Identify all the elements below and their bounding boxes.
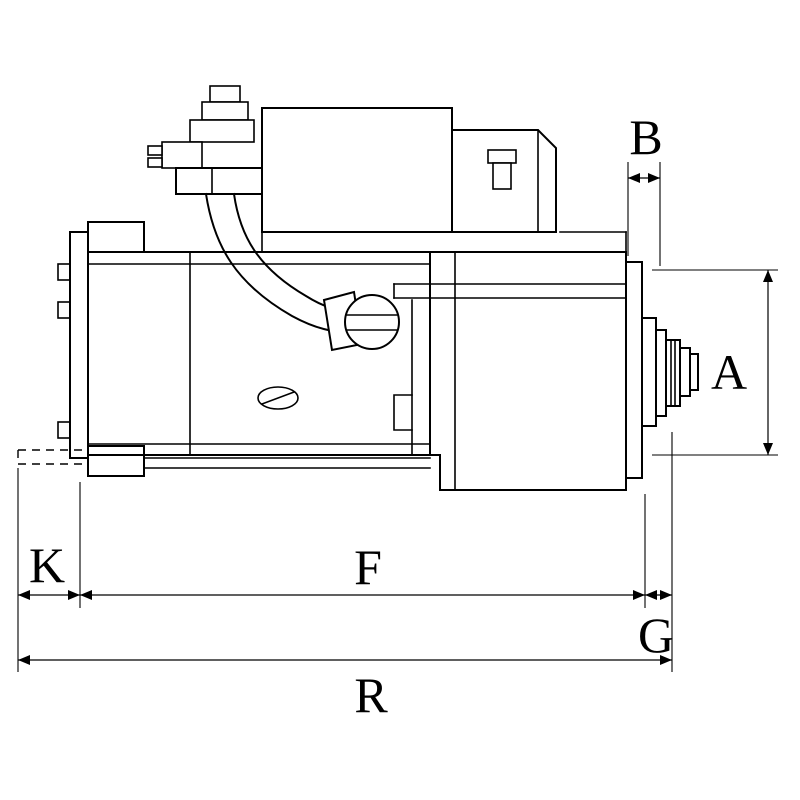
pinion-gear — [665, 339, 681, 407]
cap-terminal-stud — [492, 162, 512, 190]
yoke-outline — [87, 251, 431, 456]
hidden-edges — [17, 449, 86, 465]
dimension-label-b: B — [629, 109, 662, 165]
end-cap-tab — [57, 301, 71, 319]
terminal-bracket — [175, 167, 263, 195]
shaft-ring — [655, 329, 667, 417]
cap-terminal-nut — [487, 149, 517, 164]
casting-notch — [393, 394, 413, 431]
dimensions: B A K F G — [17, 109, 778, 723]
solenoid-assembly — [261, 107, 557, 253]
mount-tab-top — [87, 221, 145, 253]
stud-cap — [209, 85, 241, 103]
end-cap-tab — [57, 263, 71, 281]
drive-end-housing — [393, 231, 643, 491]
dimension-r: R — [18, 655, 672, 723]
mount-tab-bottom — [87, 445, 145, 477]
side-terminal-tab — [147, 157, 163, 168]
through-bolt-boss — [344, 294, 400, 350]
pinion-shaft — [641, 317, 699, 427]
side-terminal-tab — [147, 145, 163, 156]
drive-housing-outline — [429, 251, 627, 491]
dimension-f: F — [80, 539, 645, 600]
dimension-label-f: F — [354, 539, 382, 595]
dimension-a: A — [652, 269, 778, 456]
stud-base — [189, 119, 255, 143]
dimension-label-g: G — [638, 607, 674, 663]
dimension-k: K — [18, 537, 80, 600]
solenoid-body — [261, 107, 453, 233]
screw-slot — [260, 390, 296, 406]
dimension-label-k: K — [29, 537, 65, 593]
brush-end-cap — [69, 231, 89, 459]
end-cap-tab — [57, 421, 71, 439]
dimension-label-r: R — [354, 667, 388, 723]
dimension-label-a: A — [711, 344, 747, 400]
dimension-g: G — [638, 590, 674, 663]
terminal-studs — [147, 85, 263, 195]
side-terminal — [161, 141, 203, 169]
stud-nut — [201, 101, 249, 121]
shaft-tip — [689, 353, 699, 391]
screw-head — [257, 386, 299, 410]
dimension-b: B — [627, 109, 663, 266]
mounting-flange — [625, 261, 643, 479]
shaft-collar — [641, 317, 657, 427]
shaft-step — [679, 347, 691, 397]
power-cable — [204, 192, 400, 352]
